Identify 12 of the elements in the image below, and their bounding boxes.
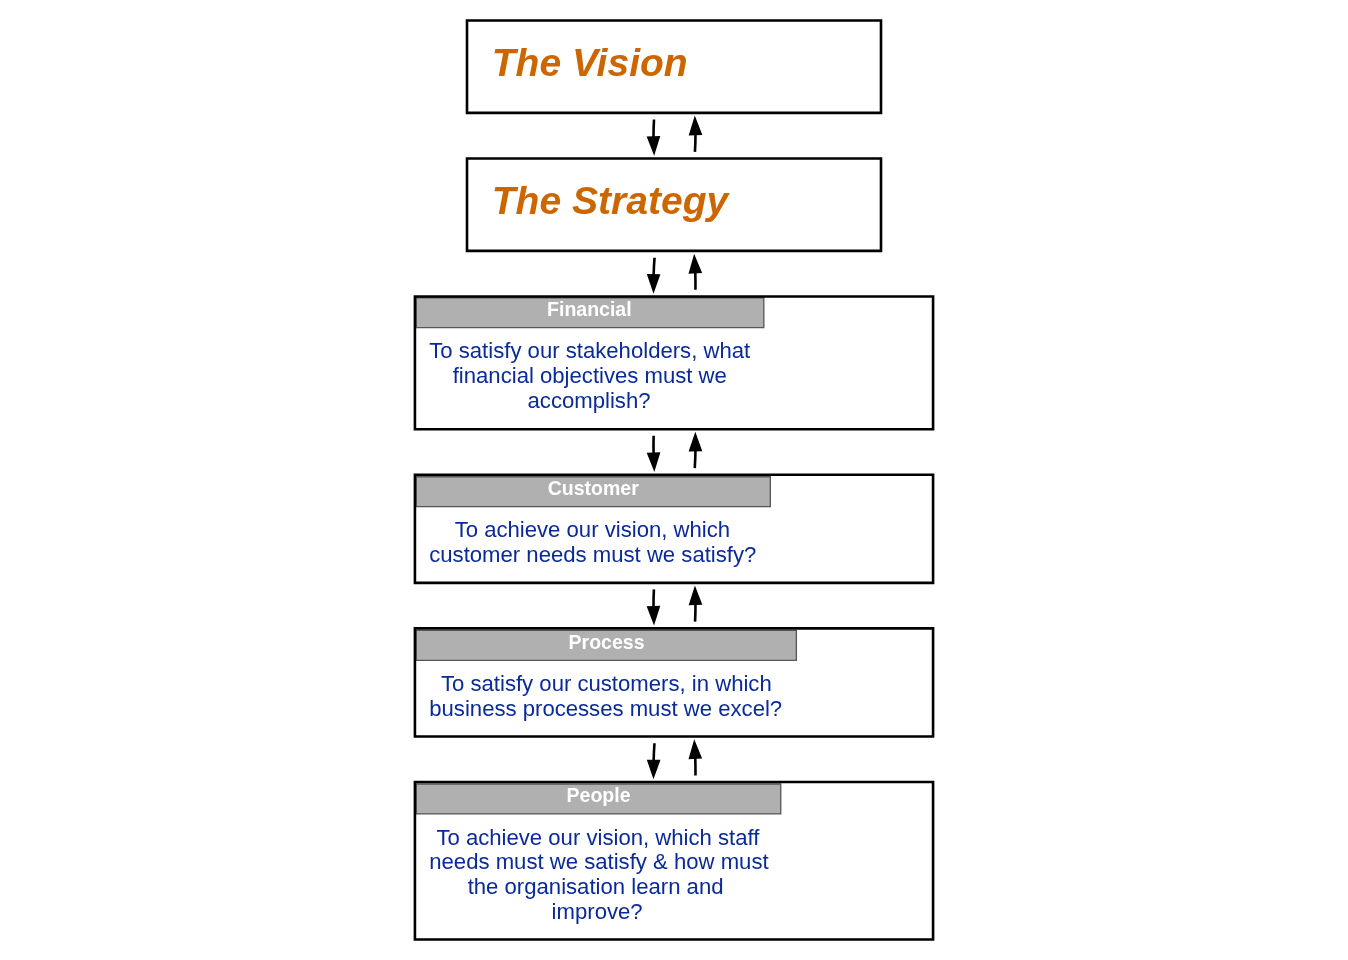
arrow [688, 115, 703, 152]
arrow [688, 253, 703, 290]
arrow [646, 589, 661, 626]
node-box: The Strategy [465, 157, 883, 253]
arrow [688, 431, 703, 469]
arrow [646, 257, 661, 294]
arrow [688, 585, 703, 622]
arrow [646, 435, 661, 473]
arrow [646, 743, 661, 780]
node-box: The Vision [465, 19, 883, 115]
arrow [646, 119, 661, 156]
arrow [688, 739, 703, 776]
